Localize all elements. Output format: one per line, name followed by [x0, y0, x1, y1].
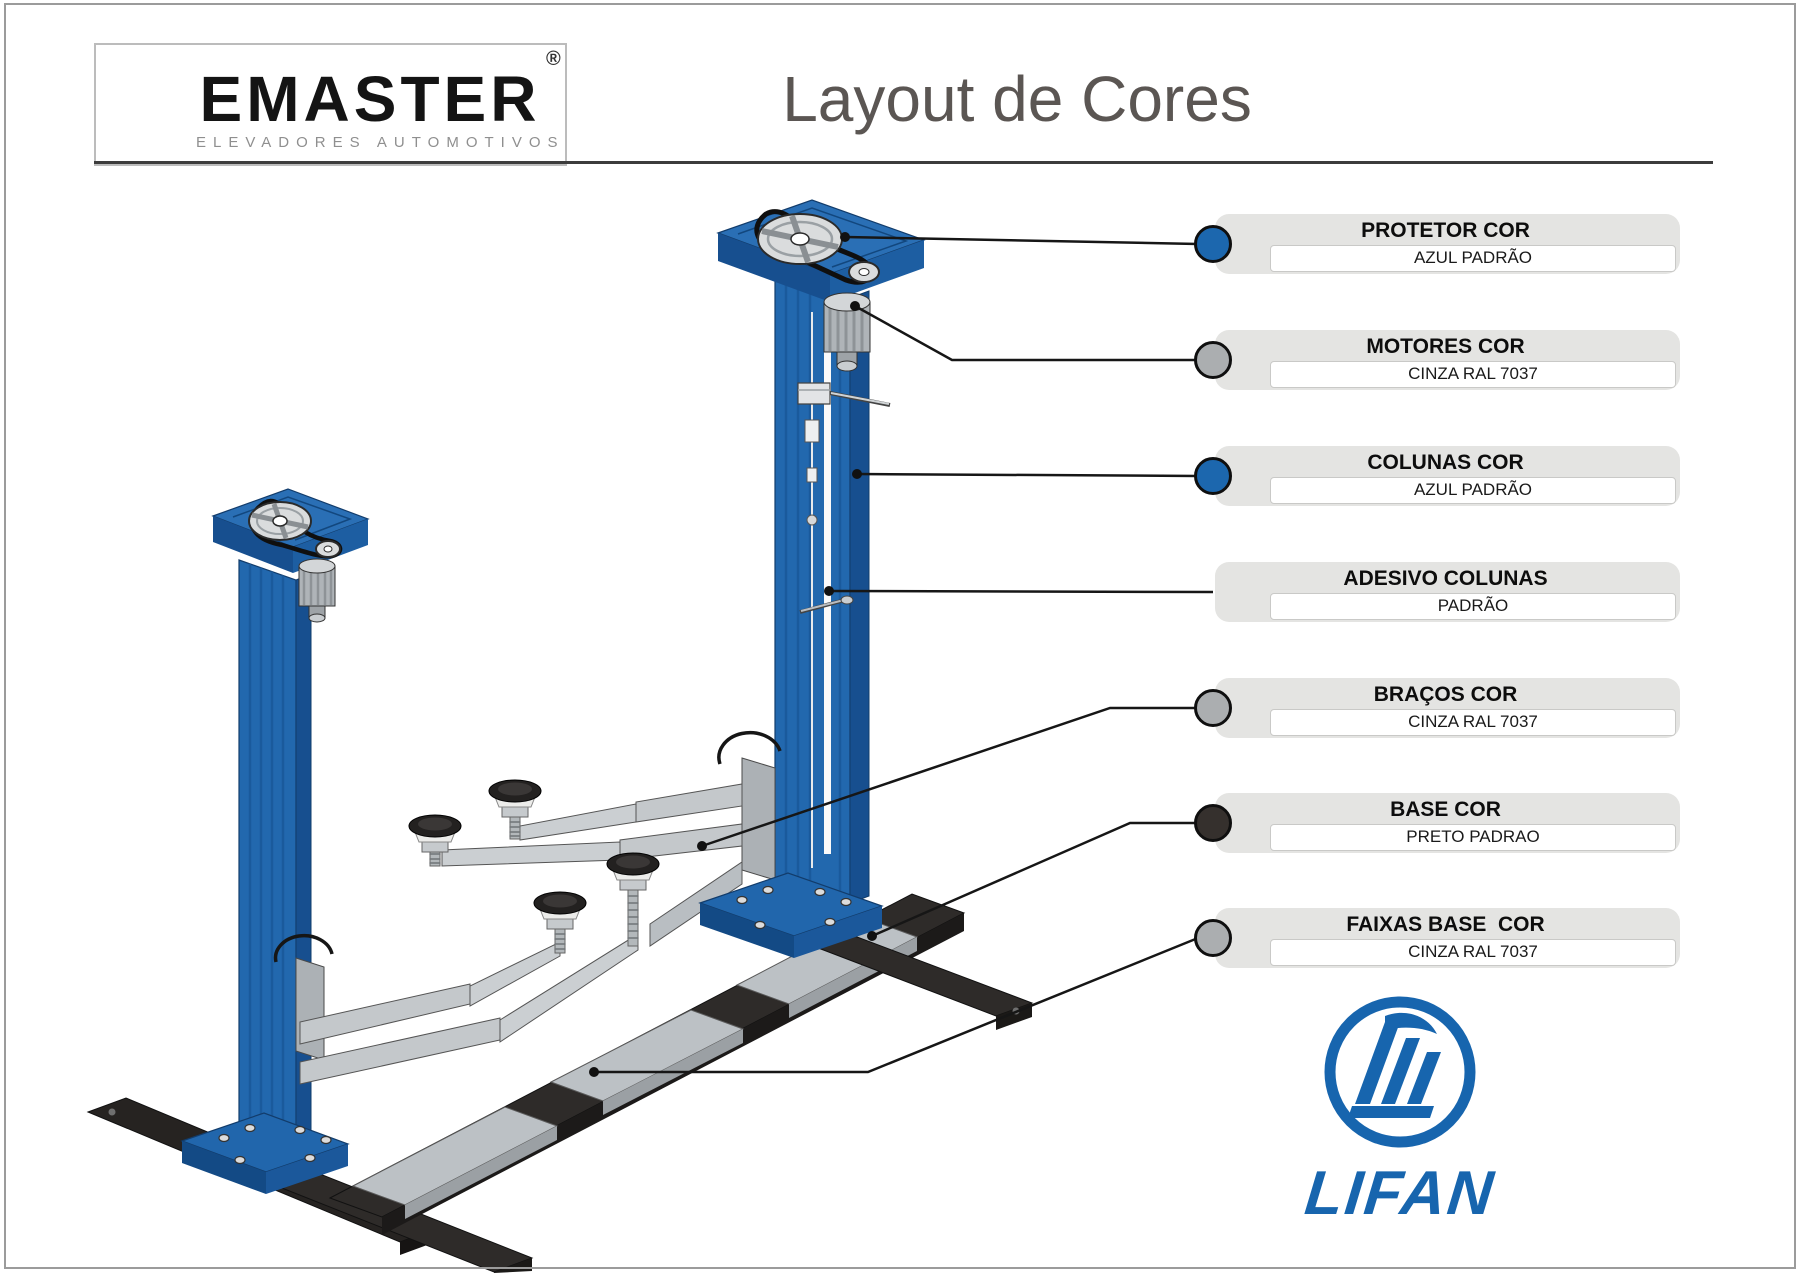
- callout-value-box: AZUL PADRÃO: [1270, 477, 1676, 504]
- pad-4: [606, 852, 660, 947]
- base-faixas: [351, 917, 919, 1219]
- pad-3: [533, 891, 587, 954]
- right-arm-1: [635, 783, 743, 823]
- left-hose: [273, 933, 334, 963]
- page-title: Layout de Cores: [782, 63, 1252, 135]
- callout-value-box: CINZA RAL 7037: [1270, 709, 1676, 736]
- callout-title: MOTORES COR: [1366, 335, 1525, 358]
- color-marker: [1194, 689, 1232, 727]
- leader-motores: [854, 304, 1198, 362]
- callout-title: BASE COR: [1390, 798, 1501, 821]
- callout-value: CINZA RAL 7037: [1408, 942, 1538, 961]
- emaster-logo-box: [94, 43, 567, 166]
- brand-tagline: ELEVADORES AUTOMOTIVOS: [196, 134, 565, 151]
- callout-title: COLUNAS COR: [1367, 451, 1524, 474]
- brand-name: EMASTER: [199, 63, 541, 135]
- right-gusset: [649, 861, 743, 947]
- callout-value-box: PADRÃO: [1270, 593, 1676, 620]
- leader-faixas: [594, 936, 1199, 1074]
- leader-bracos: [701, 706, 1198, 848]
- callout-value-box: PRETO PADRAO: [1270, 824, 1676, 851]
- pad-2: [488, 779, 542, 840]
- callout-value-box: CINZA RAL 7037: [1270, 939, 1676, 966]
- callout-value: PRETO PADRAO: [1406, 827, 1540, 846]
- callout-protetor: PROTETOR COR AZUL PADRÃO: [1194, 214, 1680, 274]
- left-motor: [298, 558, 336, 623]
- lifan-wordmark: LIFAN: [1301, 1159, 1499, 1228]
- color-marker: [1194, 341, 1232, 379]
- color-marker: [1194, 919, 1232, 957]
- color-marker: [1194, 457, 1232, 495]
- leader-colunas: [856, 472, 1199, 478]
- arm-pads: [408, 779, 660, 954]
- callout-motores: MOTORES COR CINZA RAL 7037: [1194, 330, 1680, 390]
- limit-switch: [797, 382, 831, 405]
- right-column: [441, 199, 926, 958]
- color-marker: [1194, 225, 1232, 263]
- color-marker: [1194, 804, 1232, 842]
- leader-protetor: [844, 235, 1199, 246]
- callout-faixas-base: FAIXAS BASE COR CINZA RAL 7037: [1194, 908, 1680, 968]
- pad-1: [408, 814, 462, 867]
- left-column: [180, 488, 639, 1194]
- callout-value: PADRÃO: [1437, 596, 1509, 615]
- callout-value: CINZA RAL 7037: [1408, 364, 1538, 383]
- callout-value-box: CINZA RAL 7037: [1270, 361, 1676, 388]
- leader-adesivo: [828, 589, 1214, 594]
- callout-value: CINZA RAL 7037: [1408, 712, 1538, 731]
- leader-base: [871, 821, 1198, 938]
- callout-bracos: BRAÇOS COR CINZA RAL 7037: [1194, 678, 1680, 738]
- callout-base: BASE COR PRETO PADRAO: [1194, 793, 1680, 853]
- header-divider: [94, 161, 1713, 164]
- leader-dots: [589, 232, 877, 1077]
- callout-adesivo-colunas: ADESIVO COLUNAS PADRÃO: [1215, 562, 1680, 622]
- callout-value: AZUL PADRÃO: [1413, 248, 1533, 267]
- leader-lines: [594, 235, 1214, 1074]
- callout-value-box: AZUL PADRÃO: [1270, 245, 1676, 272]
- callout-title: PROTETOR COR: [1361, 219, 1530, 242]
- callout-colunas: COLUNAS COR AZUL PADRÃO: [1194, 446, 1680, 506]
- callout-title: FAIXAS BASE COR: [1346, 913, 1545, 936]
- callout-title: BRAÇOS COR: [1373, 683, 1518, 706]
- registered-mark: ®: [546, 48, 561, 70]
- right-motor: [823, 292, 871, 372]
- lifan-emblem: [1324, 996, 1476, 1148]
- callout-title: ADESIVO COLUNAS: [1343, 567, 1548, 590]
- right-hose: [717, 730, 782, 765]
- callout-value: AZUL PADRÃO: [1413, 480, 1533, 499]
